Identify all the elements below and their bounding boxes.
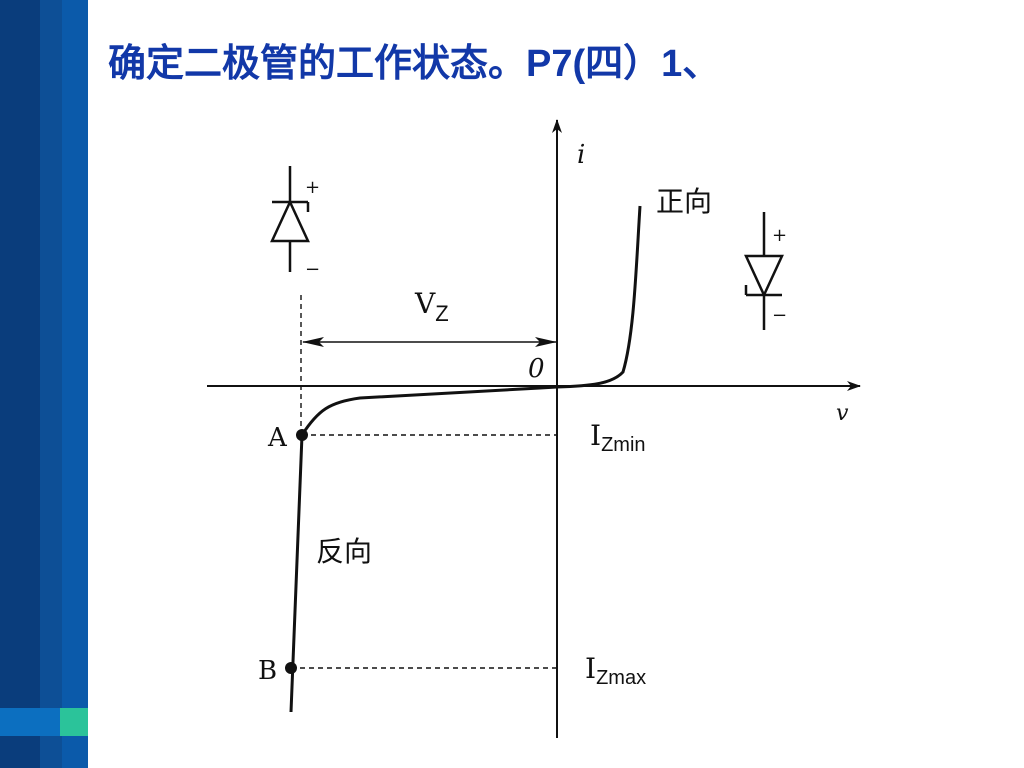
- vz-label: VZ: [414, 287, 449, 326]
- x-axis-label: v: [836, 401, 849, 426]
- iv-curve: [289, 205, 642, 713]
- point-b-dot: [285, 662, 297, 674]
- zener-symbol-forward: [744, 212, 784, 330]
- izmax-label: IZmax: [585, 652, 646, 689]
- forward-label: 正向: [656, 185, 712, 218]
- title-text: 确定二极管的工作状态。: [108, 41, 527, 85]
- sidebar-stripe-dark: [0, 0, 40, 768]
- point-a-dot: [296, 429, 308, 441]
- sidebar-stripe-mid: [40, 0, 62, 768]
- zener-symbol-reverse: [270, 166, 310, 272]
- reverse-label: 反向: [316, 535, 372, 568]
- reverse-minus-sign: −: [305, 259, 320, 280]
- origin-label: 0: [528, 354, 545, 384]
- izmin-label: IZmin: [590, 419, 646, 456]
- y-axis-label: i: [577, 140, 585, 170]
- sidebar-decoration: [0, 0, 88, 768]
- forward-plus-sign: +: [772, 225, 787, 246]
- sidebar-stripe-light: [62, 0, 88, 768]
- slide-title: 确定二极管的工作状态。P7(四）1、: [108, 32, 720, 87]
- sidebar-accent-square: [60, 708, 88, 736]
- title-suffix: P7(四）1、: [526, 43, 721, 85]
- point-a-label: A: [267, 423, 288, 453]
- point-b-label: B: [258, 656, 277, 686]
- reverse-plus-sign: +: [305, 177, 320, 198]
- forward-minus-sign: −: [772, 305, 787, 326]
